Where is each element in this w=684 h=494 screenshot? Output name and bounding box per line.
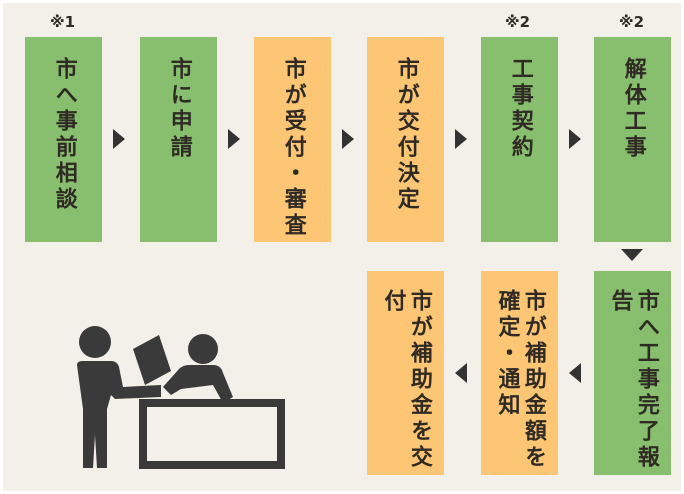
person-head-icon [79, 326, 111, 358]
step-completion-report: 市へ工事完了報告 [594, 271, 671, 475]
note-step5: ※2 [505, 13, 531, 31]
step-label: 市に申請 [166, 57, 192, 161]
step-label: 工事契約 [507, 57, 533, 161]
note-step1: ※1 [50, 13, 76, 31]
person-body-icon [77, 361, 161, 468]
step-label: 市が補助金を交付 [380, 289, 432, 471]
arrow-left-icon [569, 363, 581, 383]
step-grant-decision: 市が交付決定 [367, 37, 444, 242]
step-grant-payment: 市が補助金を交付 [367, 271, 444, 475]
step-label: 市が交付決定 [393, 57, 419, 213]
arrow-down-icon [621, 249, 643, 261]
step-label: 市が補助金額を確定・通知 [494, 289, 546, 471]
step-label: 市へ工事完了報告 [607, 289, 659, 471]
step-contract: 工事契約 [481, 37, 558, 242]
person-body-icon [163, 365, 233, 403]
step-label: 解体工事 [620, 57, 646, 161]
step-review: 市が受付・審査 [254, 37, 331, 242]
step-application: 市に申請 [140, 37, 217, 242]
document-icon [133, 335, 171, 385]
person-head-icon [188, 334, 218, 364]
step-amount-confirmation: 市が補助金額を確定・通知 [481, 271, 558, 475]
arrow-right-icon [342, 129, 354, 149]
step-label: 市へ事前相談 [51, 57, 77, 213]
arrow-right-icon [569, 129, 581, 149]
arrow-right-icon [113, 129, 125, 149]
step-demolition: 解体工事 [594, 37, 671, 242]
note-step6: ※2 [619, 13, 645, 31]
arrow-right-icon [455, 129, 467, 149]
desk-icon [139, 399, 285, 469]
step-label: 市が受付・審査 [280, 57, 306, 239]
step-prior-consultation: 市へ事前相談 [25, 37, 102, 242]
person-handing-document-icon [77, 326, 285, 469]
arrow-left-icon [455, 363, 467, 383]
arrow-right-icon [228, 129, 240, 149]
